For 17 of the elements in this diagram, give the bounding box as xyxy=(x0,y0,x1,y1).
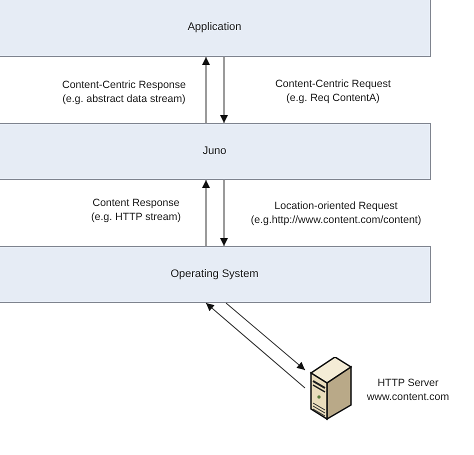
arrow xyxy=(202,180,210,246)
layer-name: Application xyxy=(188,20,242,36)
edge-label: Location-oriented Request (e.g.http://www.content.com/content) xyxy=(250,199,422,227)
arrow xyxy=(220,56,228,124)
layer-name: Operating System xyxy=(170,267,259,282)
layer-name: Juno xyxy=(202,144,226,160)
server-caption: HTTP Server www.content.com xyxy=(366,376,450,404)
layer-box xyxy=(0,0,431,57)
layer-box xyxy=(0,123,431,180)
edge-label: Content Response (e.g. HTTP stream) xyxy=(90,196,182,224)
edge-label: Content-Centric Request (e.g. Req ContentA) xyxy=(274,77,392,105)
arrow xyxy=(202,56,210,124)
edge-label: Content-Centric Response (e.g. abstract data stream) xyxy=(61,78,187,106)
arrow xyxy=(220,180,228,246)
arrow xyxy=(206,302,306,388)
layer-box xyxy=(0,246,431,303)
arrow xyxy=(226,302,306,370)
